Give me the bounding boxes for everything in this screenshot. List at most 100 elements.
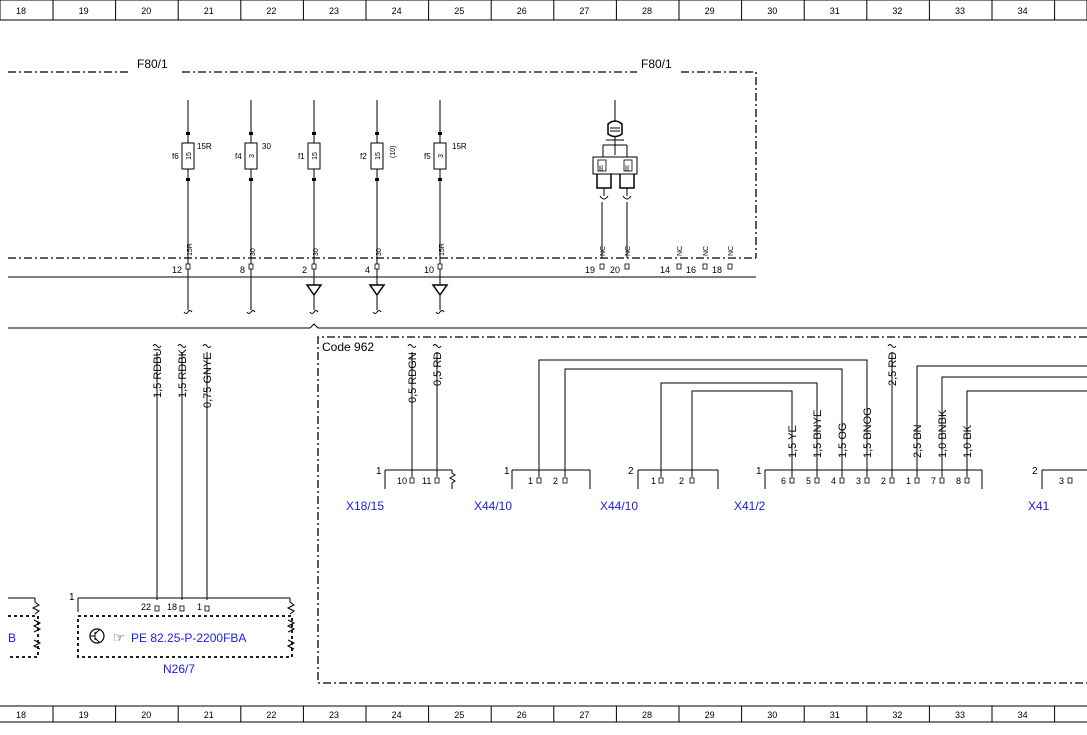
fuse-f4[interactable]: 3 f4 30 30 8: [235, 100, 271, 314]
x41-2-pin: 3: [856, 476, 861, 486]
grid-number: 28: [642, 6, 652, 16]
n26-name: N26/7: [163, 662, 195, 676]
connector-number: 2: [628, 466, 634, 477]
grid-number: 26: [517, 710, 527, 720]
fuse-pin: 10: [424, 265, 434, 275]
nc-label: NC: [677, 246, 684, 256]
relay-contact-85: 85: [599, 165, 605, 171]
fuse-wire-label: 15R: [187, 243, 194, 256]
grid-number: 27: [579, 6, 589, 16]
x44b-pin: 2: [679, 476, 684, 486]
x41-2-wire-label: 1,5 BNOG: [862, 407, 874, 458]
section-divider: [8, 323, 1087, 329]
grid-number: 24: [392, 6, 402, 16]
fuse-circuit: (10): [390, 146, 397, 158]
nc-label: NC: [728, 246, 735, 256]
connector-number: 1: [756, 466, 762, 477]
grid-number: 25: [454, 710, 464, 720]
grid-number: 34: [1018, 6, 1028, 16]
x44a-pin: 2: [553, 476, 558, 486]
connector-x44-10-a[interactable]: 1 1 2 X44/10: [474, 466, 591, 513]
fuse-f1[interactable]: 15 f1 30 2: [298, 100, 323, 314]
fuse-name: f1: [298, 152, 305, 161]
grid-number: 25: [454, 6, 464, 16]
component-left-partial: B: [8, 597, 42, 658]
x41-2-pin: 6: [781, 476, 786, 486]
x44b-pin: 1: [651, 476, 656, 486]
fuse-f2[interactable]: 15 f2 (10) 30 4: [360, 100, 397, 314]
grid-number: 34: [1018, 710, 1028, 720]
nc-pin: 14: [660, 265, 670, 275]
grid-number: 21: [204, 710, 214, 720]
fuse-f5[interactable]: 3 f5 15R 15R 10: [424, 100, 467, 314]
grid-number: 19: [79, 6, 89, 16]
grid-number: 23: [329, 6, 339, 16]
relay-contact-86: 86: [625, 165, 631, 171]
connector-number: 2: [1032, 466, 1038, 477]
code-962-area: Code 962: [317, 336, 1087, 684]
fuse-box-f80-1: F80/1 F80/1: [8, 57, 757, 278]
grid-number: 32: [892, 6, 902, 16]
connector-x41[interactable]: 2 3 X41: [1028, 466, 1087, 513]
fuse-rating: 15: [312, 152, 319, 160]
grid-number: 23: [329, 710, 339, 720]
grid-number: 33: [955, 710, 965, 720]
grid-number: 27: [579, 710, 589, 720]
n26-pin: 22: [141, 602, 151, 612]
fuse-pin: 2: [302, 265, 307, 275]
grid-number: 21: [204, 6, 214, 16]
nc-label: NC: [703, 246, 710, 256]
cross-wires: [538, 344, 1087, 477]
n26-wire-label: 1,5 RDBK: [177, 348, 189, 398]
x41-2-wire-label: 1,0 BNBK: [937, 409, 949, 458]
fuse-rating: 15: [186, 152, 193, 160]
n26-pin: 1: [197, 602, 202, 612]
x41-2-pin: 4: [831, 476, 836, 486]
x41-2-wire-label: 1,5 OG: [837, 423, 849, 458]
component-n26-7[interactable]: 1 22 18 1 ☞ PE 82.25-P-2200FBA N26/7: [69, 592, 296, 676]
x41-2-wire-label: 1,5 YE: [787, 425, 799, 458]
n26-reference: PE 82.25-P-2200FBA: [131, 631, 246, 645]
x41-2-pin: 1: [906, 476, 911, 486]
grid-number: 30: [767, 6, 777, 16]
relay-pin: 19: [585, 265, 595, 275]
fuse-pin: 8: [240, 265, 245, 275]
connector-name: X18/15: [346, 499, 384, 513]
x41-2-pin: 7: [931, 476, 936, 486]
fuse-rating: 15: [375, 152, 382, 160]
relay-pin: 20: [610, 265, 620, 275]
relay[interactable]: 85 86 NC NC 19 20: [585, 100, 638, 275]
x18-wire-label: 0,5 RD: [432, 352, 444, 386]
x41-2-wire-label: 1,5 BNYE: [812, 410, 824, 458]
grid-number: 22: [266, 710, 276, 720]
fuse-name: f6: [172, 152, 179, 161]
connector-number: 1: [504, 466, 510, 477]
n26-wire-label: 0,75 GNYE: [202, 352, 214, 408]
fuse-rating: 3: [249, 154, 256, 158]
connector-x41-2[interactable]: 1 1,5 YE 1,5 BNYE 1,5 OG 1,5 BNOG 2,5 RD…: [734, 352, 983, 513]
code-label: Code 962: [322, 340, 374, 354]
nc-pin: 18: [712, 265, 722, 275]
x18-pin: 11: [422, 476, 431, 486]
fuse-pin: 4: [365, 265, 370, 275]
grid-number: 18: [16, 6, 26, 16]
connector-x18-15[interactable]: 0,5 RDGN 0,5 RD 1 10 11 X18/15: [346, 344, 456, 514]
grid-number: 18: [16, 710, 26, 720]
fuse-wire-label: 15R: [439, 243, 446, 256]
grid-number: 19: [79, 710, 89, 720]
connector-x44-10-b[interactable]: 2 1 2 X44/10: [600, 466, 719, 513]
grid-number: 31: [830, 6, 840, 16]
connector-name: X41/2: [734, 499, 766, 513]
connector-name: X41: [1028, 499, 1050, 513]
fuse-wire-label: 30: [376, 248, 383, 256]
fuse-circuit: 15R: [452, 142, 467, 151]
x18-pin: 10: [397, 476, 407, 486]
x41-2-wire-label: 2,5 BN: [912, 424, 924, 458]
fuse-f6[interactable]: 15 f6 15R 15R 12: [172, 100, 212, 314]
x41-2-wire-label: 2,5 RD: [887, 352, 899, 386]
grid-number: 24: [392, 710, 402, 720]
n26-wires: 1,5 RDBU 1,5 RDBK 0,75 GNYE: [152, 344, 214, 600]
fuse-pin: 12: [172, 265, 182, 275]
